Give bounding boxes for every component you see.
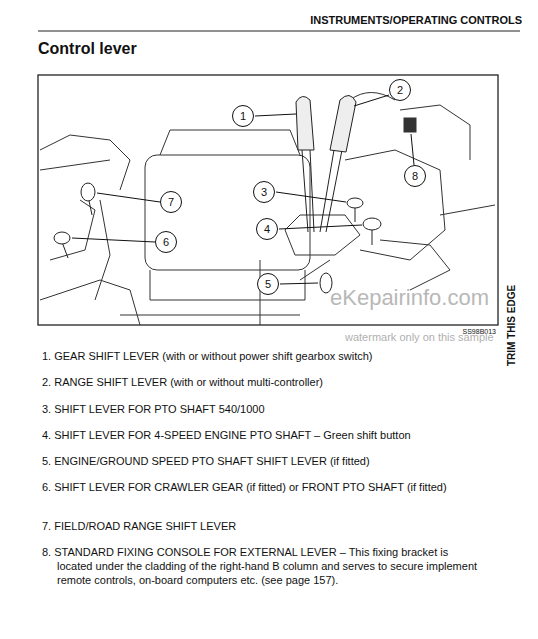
knob-7: [81, 183, 95, 215]
callout-number: 1: [232, 105, 254, 127]
header-rule: [38, 30, 520, 31]
callout-text: 8: [412, 170, 418, 182]
knob-3: [347, 198, 363, 222]
leader-lines: [72, 95, 414, 284]
callout-text: 7: [168, 196, 174, 208]
trim-note: TRIM THIS EDGE: [506, 285, 519, 366]
legend-item: 1. GEAR SHIFT LEVER (with or without pow…: [42, 350, 482, 364]
callout-text: 6: [163, 236, 169, 248]
callout-text: 5: [265, 278, 271, 290]
section-title: Control lever: [38, 40, 137, 58]
lever-2: [320, 95, 356, 232]
callout-text: 3: [261, 186, 267, 198]
callout-text: 4: [264, 223, 270, 235]
legend-item: 6. SHIFT LEVER FOR CRAWLER GEAR (if fitt…: [42, 481, 452, 495]
callout-number: 3: [253, 181, 275, 203]
callout-number: 7: [160, 191, 182, 213]
legend-item: 4. SHIFT LEVER FOR 4-SPEED ENGINE PTO SH…: [42, 429, 482, 443]
legend-item: 5. ENGINE/GROUND SPEED PTO SHAFT SHIFT L…: [42, 455, 482, 469]
watermark: eKepairinfo.com: [330, 284, 530, 312]
knob-6: [54, 232, 70, 258]
legend-item: 3. SHIFT LEVER FOR PTO SHAFT 540/1000: [42, 403, 482, 417]
callout-number: 6: [155, 231, 177, 253]
callout-text: 2: [397, 84, 403, 96]
legend-item: 2. RANGE SHIFT LEVER (with or without mu…: [42, 376, 482, 390]
legend-item: 7. FIELD/ROAD RANGE SHIFT LEVER: [42, 520, 482, 534]
callout-number: 4: [256, 218, 278, 240]
callout-number: 2: [389, 79, 411, 101]
watermark-note: watermark only on this sample: [345, 331, 525, 345]
knob-4: [363, 218, 381, 245]
lever-1: [296, 96, 314, 232]
running-header: INSTRUMENTS/OPERATING CONTROLS: [290, 14, 522, 28]
callout-text: 1: [240, 110, 246, 122]
callout-number: 8: [404, 165, 426, 187]
callout-number: 5: [257, 273, 279, 295]
legend-item: 8. STANDARD FIXING CONSOLE FOR EXTERNAL …: [42, 546, 478, 587]
